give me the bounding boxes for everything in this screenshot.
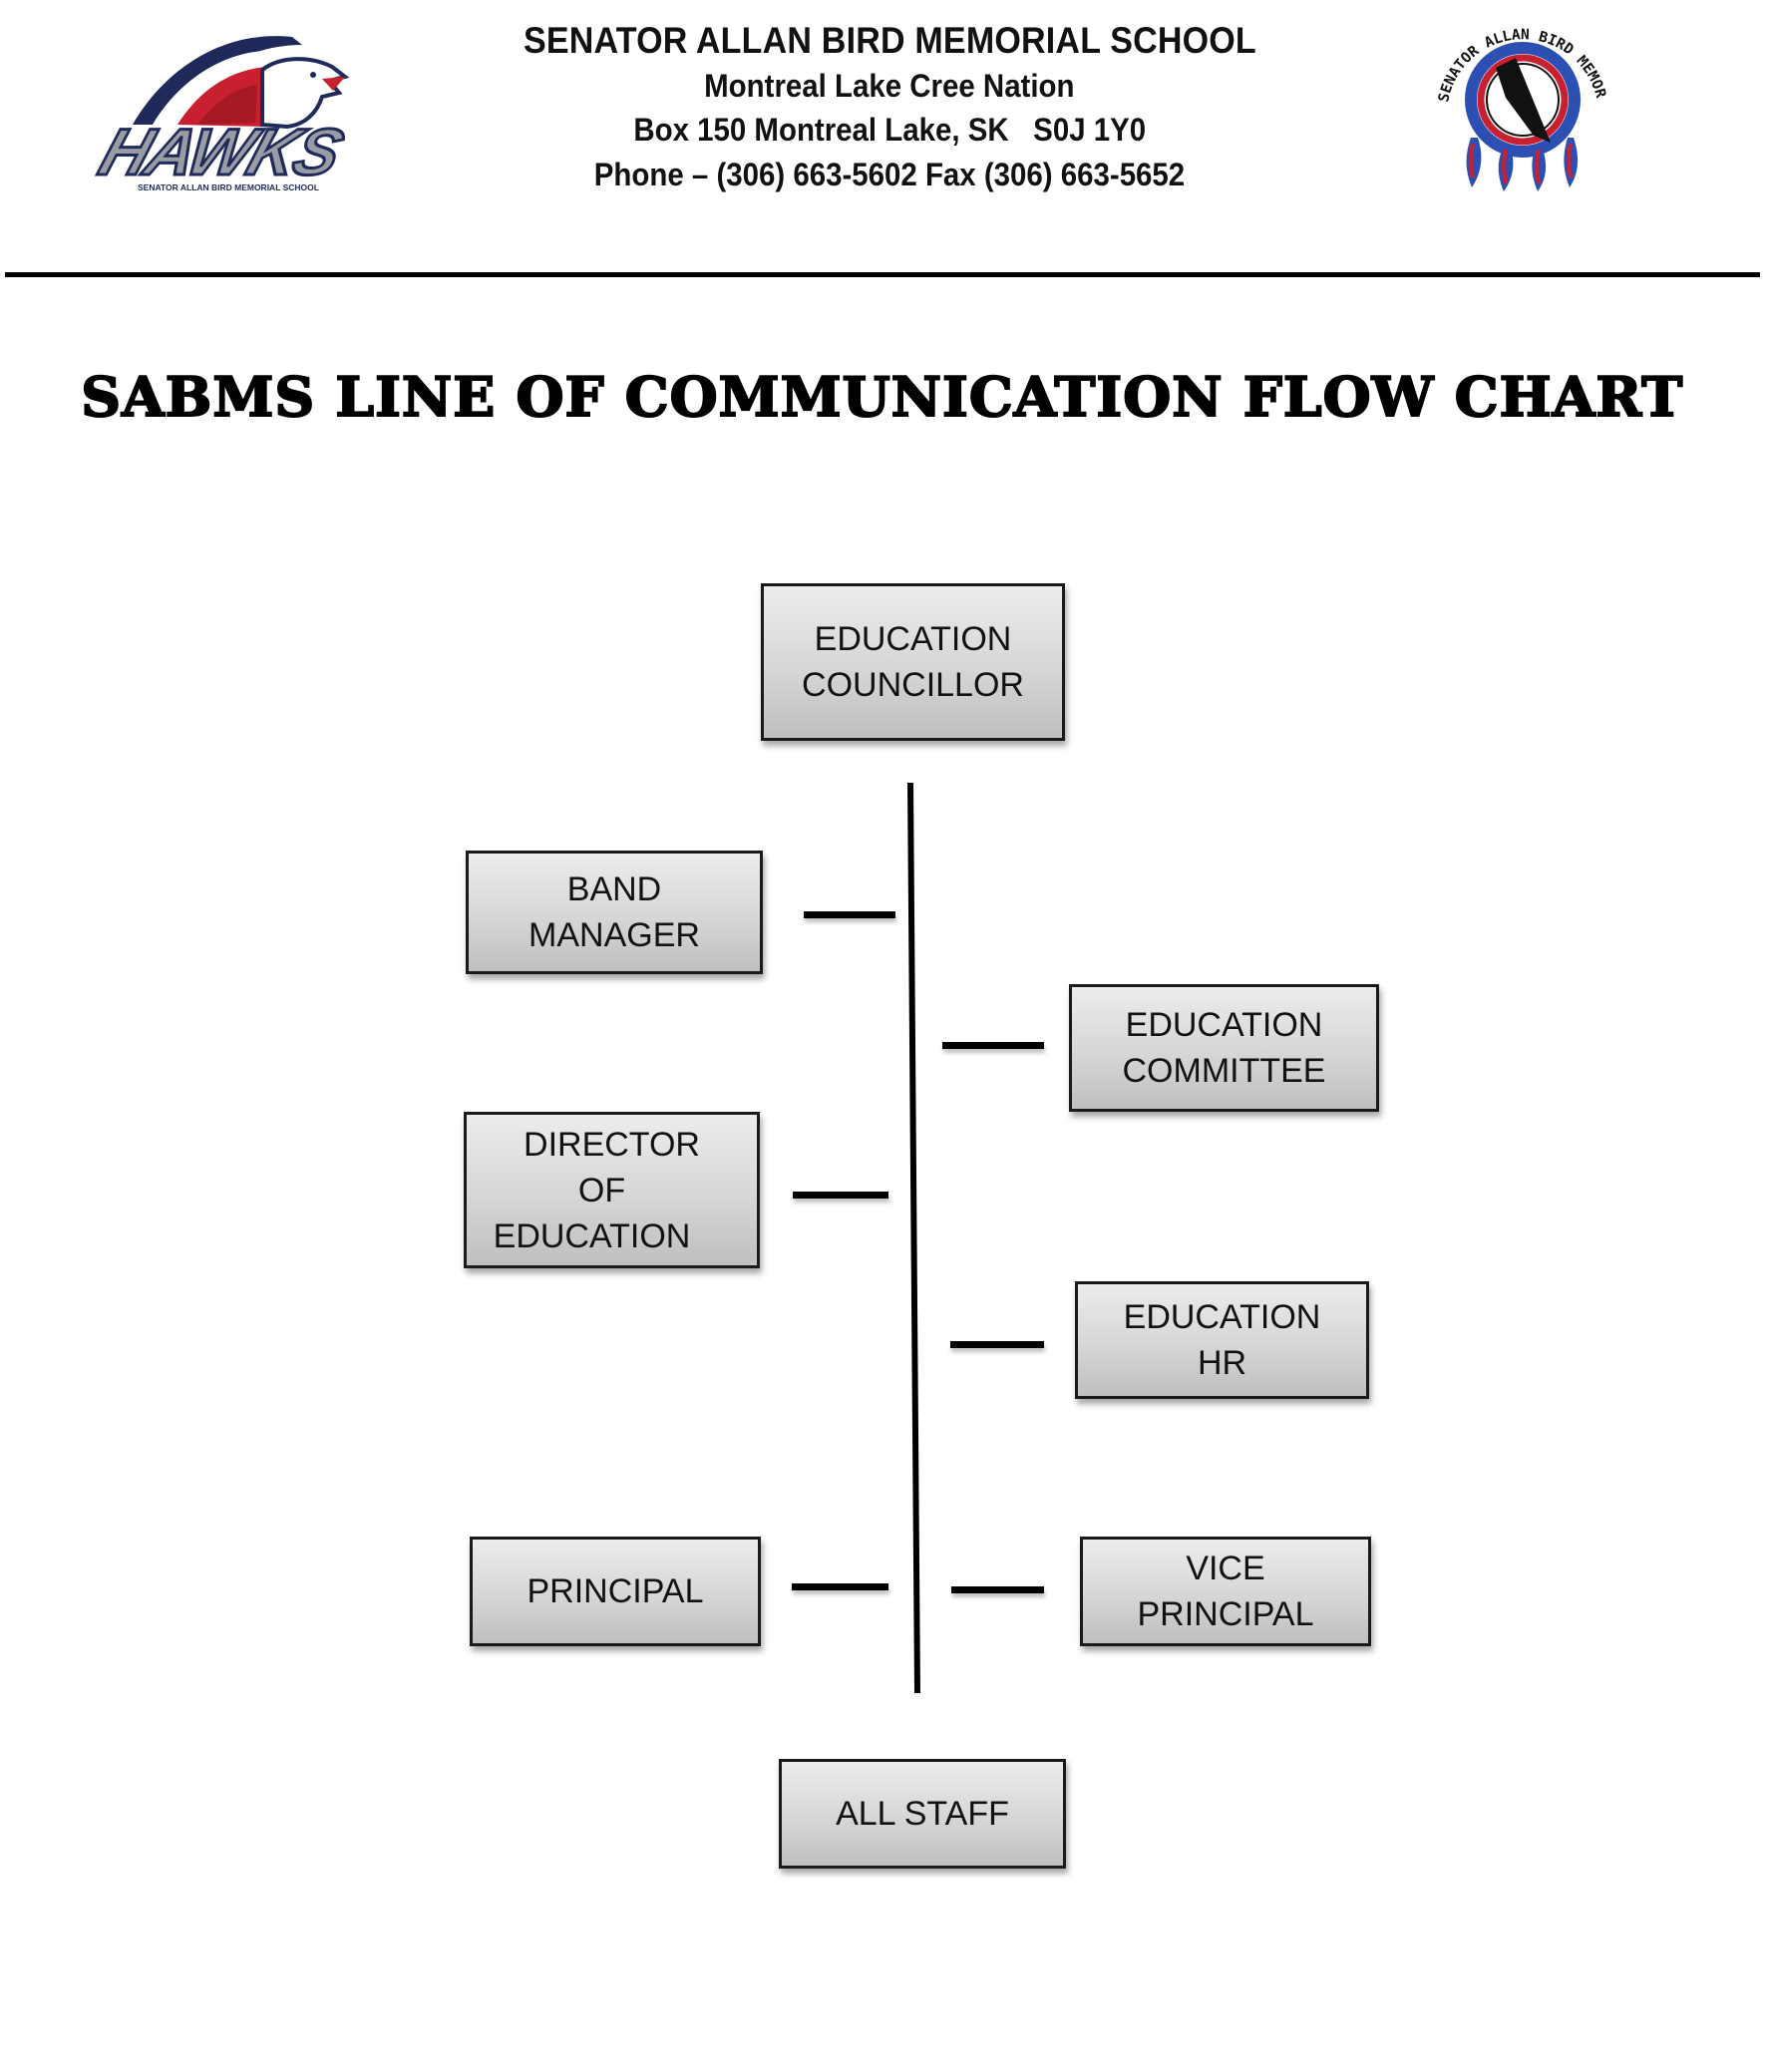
hawks-icon: HAWKS SENATOR ALLAN BIRD MEMORIAL SCHOOL: [90, 36, 353, 192]
vertical-spine-line: [907, 782, 920, 1694]
address: Box 150 Montreal Lake, SK S0J 1Y0: [633, 112, 1146, 148]
header-divider: [5, 272, 1760, 277]
connector-education-hr: [950, 1341, 1044, 1348]
hawks-subtext: SENATOR ALLAN BIRD MEMORIAL SCHOOL: [138, 182, 319, 192]
nation-name: Montreal Lake Cree Nation: [704, 68, 1075, 104]
node-band-manager: BAND MANAGER: [466, 851, 763, 974]
connector-education-committee: [942, 1042, 1044, 1049]
hawks-logo: HAWKS SENATOR ALLAN BIRD MEMORIAL SCHOOL: [78, 15, 377, 194]
node-education-committee: EDUCATION COMMITTEE: [1069, 984, 1379, 1112]
connector-director-of-education: [793, 1192, 888, 1199]
node-principal: PRINCIPAL: [470, 1537, 761, 1646]
hawks-wordmark: HAWKS: [91, 117, 351, 189]
contact-info: Phone – (306) 663-5602 Fax (306) 663-565…: [593, 157, 1186, 192]
dreamcatcher-eagle-icon: SENATOR ALLAN BIRD MEMORIAL SCHOOL: [1422, 0, 1608, 191]
connector-vice-principal: [951, 1586, 1044, 1593]
dreamcatcher-logo: SENATOR ALLAN BIRD MEMORIAL SCHOOL: [1422, 0, 1620, 192]
school-name: SENATOR ALLAN BIRD MEMORIAL SCHOOL: [523, 20, 1256, 61]
node-vice-principal: VICE PRINCIPAL: [1080, 1537, 1371, 1646]
node-director-of-education: DIRECTOR OF EDUCATION: [464, 1112, 760, 1268]
node-education-hr: EDUCATION HR: [1075, 1281, 1369, 1399]
node-all-staff: ALL STAFF: [779, 1759, 1066, 1869]
connector-band-manager: [804, 911, 895, 918]
node-education-councillor: EDUCATION COUNCILLOR: [761, 583, 1065, 741]
connector-principal: [792, 1583, 888, 1590]
page-title: SABMS LINE OF COMMUNICATION FLOW CHART: [80, 364, 1684, 430]
